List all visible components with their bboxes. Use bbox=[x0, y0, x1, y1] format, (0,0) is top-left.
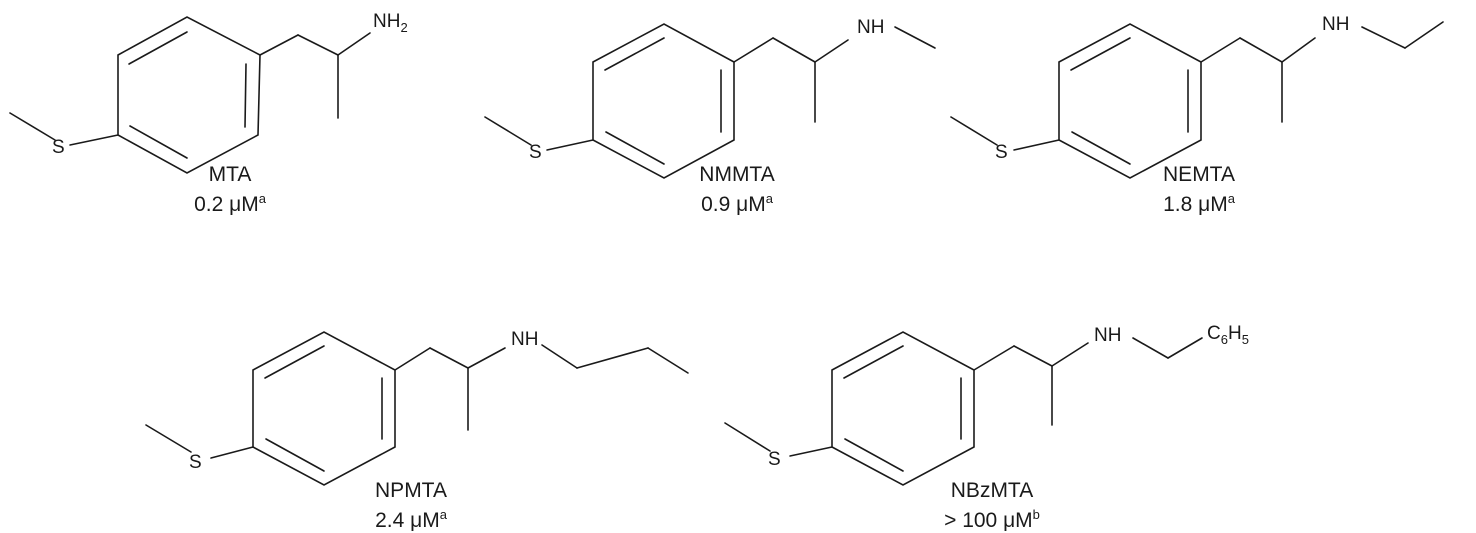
compound-mta: S NH2 MTA 0.2 μMa bbox=[9, 11, 408, 216]
ic50-value: 2.4 μMa bbox=[375, 507, 448, 532]
ic50-value: 1.8 μMa bbox=[1163, 191, 1236, 216]
compound-nbzmta: S NH C6H5 NBzMTA > 100 μMb bbox=[724, 323, 1249, 532]
compound-nemta: S NH NEMTA 1.8 μMa bbox=[950, 14, 1444, 216]
sulfur-label: S bbox=[52, 137, 65, 158]
compound-name: NEMTA bbox=[1163, 163, 1235, 186]
npmta-structure: S NH bbox=[145, 329, 689, 486]
compound-nmmta: S NH NMMTA 0.9 μMa bbox=[484, 17, 936, 216]
sulfur-label: S bbox=[189, 452, 202, 473]
mta-structure: S NH2 bbox=[9, 11, 408, 174]
phenyl-label: C6H5 bbox=[1207, 323, 1249, 347]
compound-name: NPMTA bbox=[375, 479, 447, 502]
ic50-value: 0.9 μMa bbox=[701, 191, 774, 216]
benzene-ring bbox=[592, 23, 735, 179]
benzene-ring bbox=[1058, 23, 1202, 179]
benzene-ring bbox=[117, 16, 261, 174]
sulfur-label: S bbox=[995, 142, 1008, 163]
amine-label: NH bbox=[1322, 14, 1349, 35]
amine-label: NH bbox=[511, 329, 538, 350]
amine-label: NH2 bbox=[373, 11, 408, 35]
amine-label: NH bbox=[857, 17, 884, 38]
benzene-ring bbox=[831, 331, 975, 486]
compound-name: NMMTA bbox=[699, 163, 774, 186]
ic50-value: > 100 μMb bbox=[944, 507, 1040, 532]
nmmta-structure: S NH bbox=[484, 17, 936, 179]
sulfur-label: S bbox=[768, 449, 781, 470]
compound-npmta: S NH NPMTA 2.4 μMa bbox=[145, 329, 689, 532]
nemta-structure: S NH bbox=[950, 14, 1444, 179]
nbzmta-structure: S NH C6H5 bbox=[724, 323, 1249, 486]
compound-name: NBzMTA bbox=[951, 479, 1033, 502]
sulfur-label: S bbox=[529, 142, 542, 163]
compound-name: MTA bbox=[209, 163, 252, 186]
amine-label: NH bbox=[1094, 325, 1121, 346]
ic50-value: 0.2 μMa bbox=[194, 191, 267, 216]
benzene-ring bbox=[252, 331, 396, 486]
